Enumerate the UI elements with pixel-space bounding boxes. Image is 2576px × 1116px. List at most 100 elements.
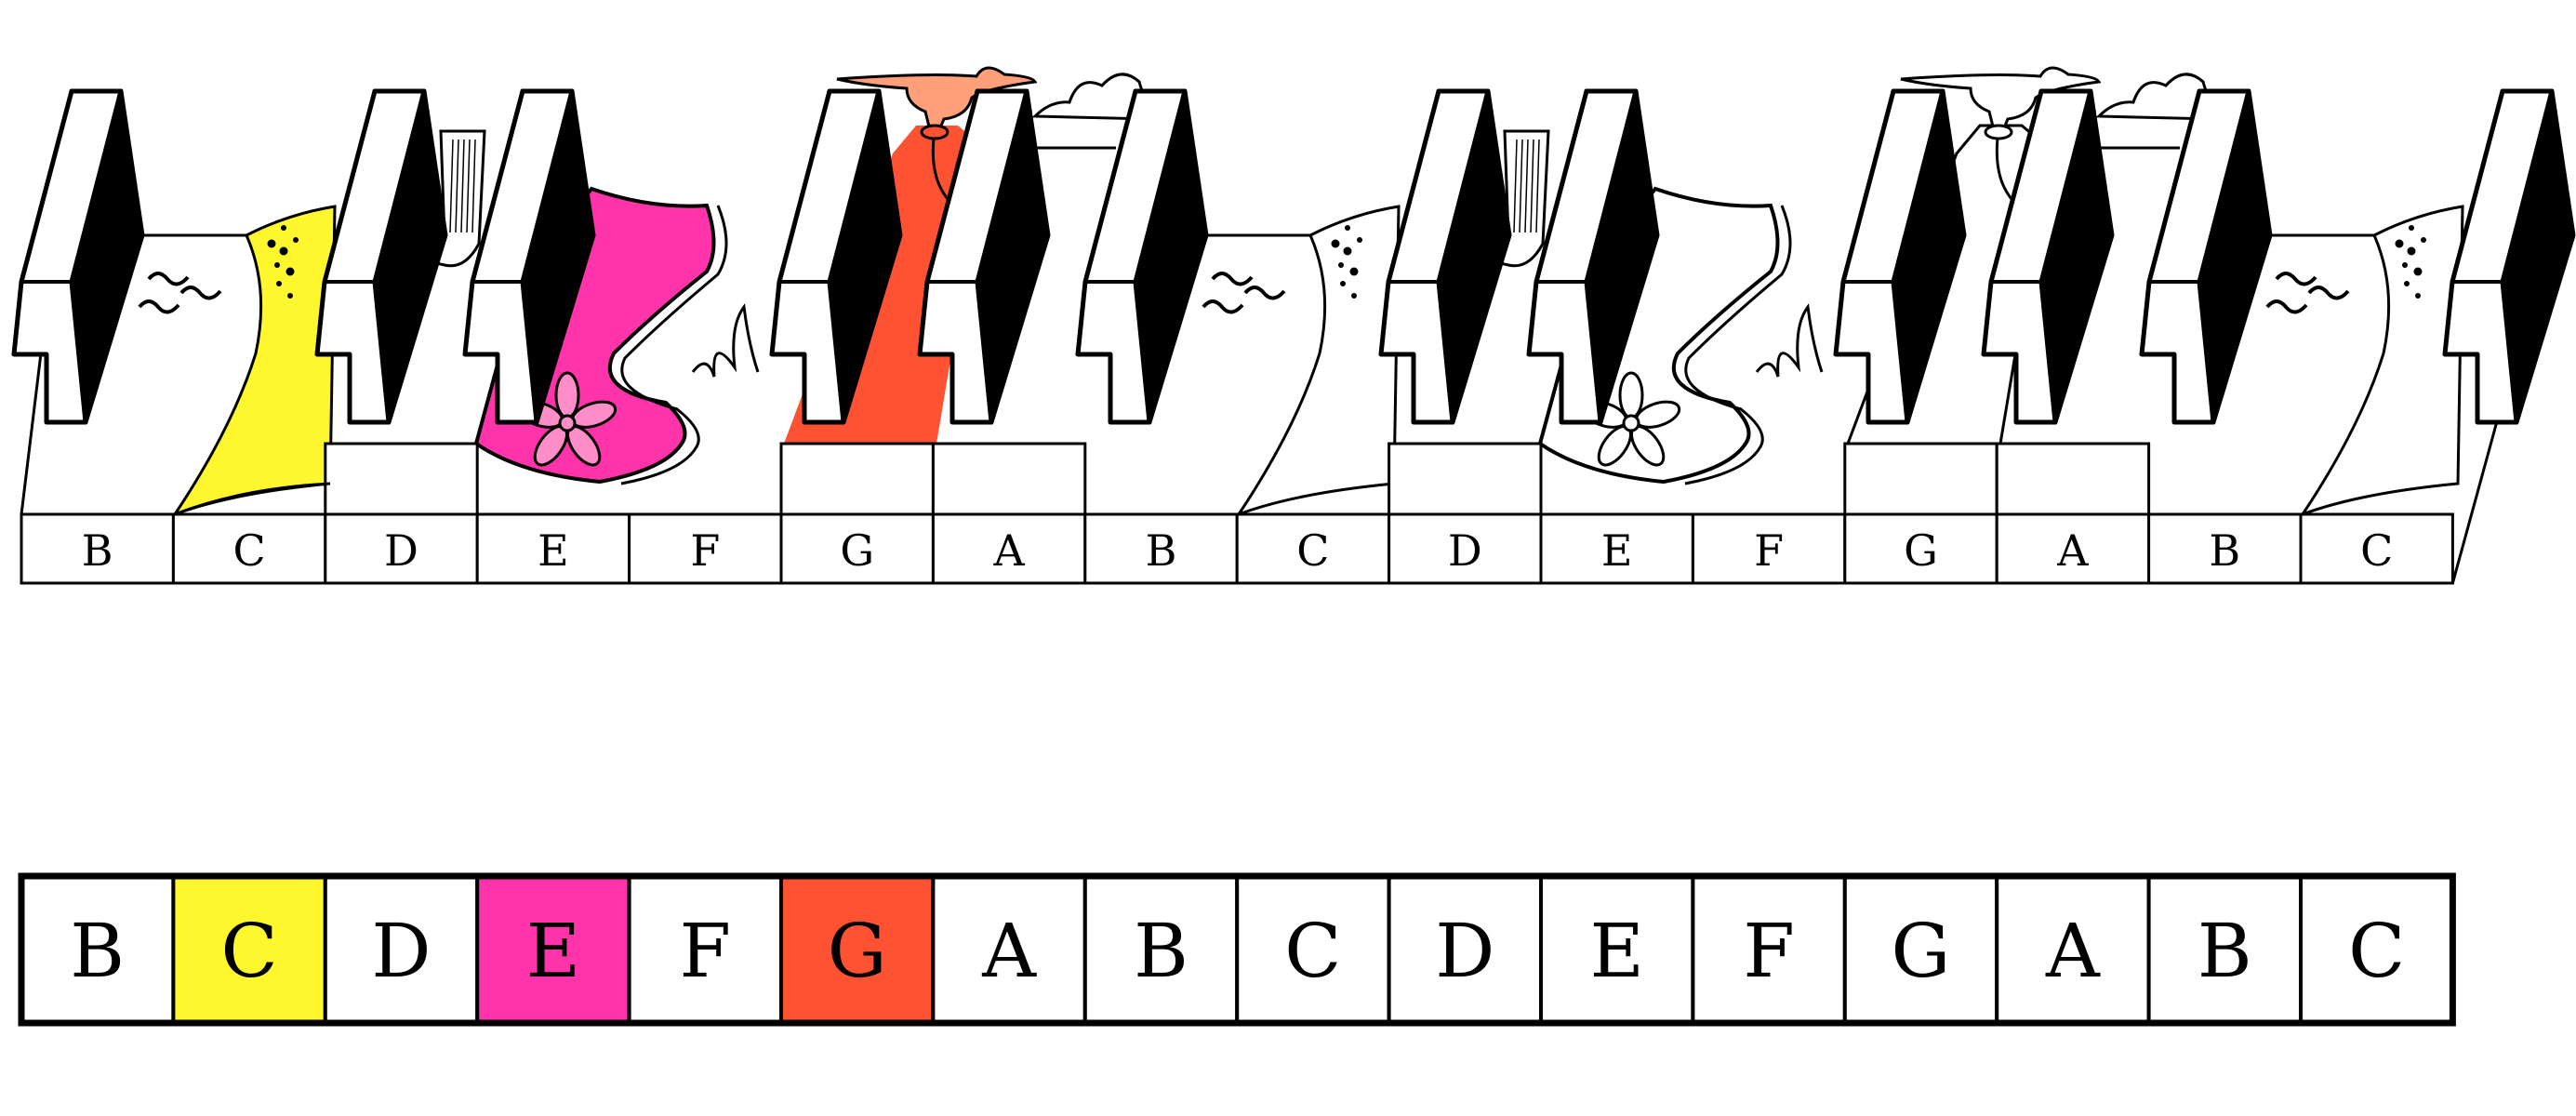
- note-label: C: [220, 908, 277, 994]
- sand-dot: [285, 267, 295, 276]
- black-key: [314, 88, 448, 425]
- black-key-face: [1833, 88, 1945, 425]
- volcano-crater-icon: [920, 124, 949, 140]
- white-key-label: B: [82, 525, 113, 576]
- black-key: [1378, 88, 1512, 425]
- white-key-front-face: [1843, 442, 1998, 516]
- white-key-front-face: [1995, 442, 2151, 516]
- note-label: B: [1134, 908, 1188, 994]
- black-key-face: [314, 88, 427, 425]
- white-key-label-cell: [1539, 512, 1694, 585]
- wave-icon: [1243, 286, 1286, 300]
- sand-dot: [267, 239, 276, 248]
- flower-petal: [554, 371, 580, 419]
- white-key-label: F: [690, 525, 720, 576]
- white-key-front-face: [779, 442, 935, 516]
- black-key: [1981, 88, 2115, 425]
- sand-dot: [1338, 262, 1344, 268]
- note-label: F: [680, 908, 732, 994]
- white-key-label: D: [384, 525, 418, 576]
- white-key-label: E: [1601, 525, 1633, 576]
- black-key-face: [11, 88, 124, 425]
- flower-petal: [1618, 371, 1644, 419]
- black-key: [2442, 88, 2576, 425]
- white-key-label-cell: [1995, 512, 2151, 585]
- black-key: [462, 88, 596, 425]
- note-label: A: [981, 908, 1037, 994]
- flower-center-icon: [558, 414, 577, 432]
- wave-icon: [179, 286, 222, 300]
- white-key-label: B: [1146, 525, 1177, 576]
- sand-dot: [1349, 267, 1359, 276]
- note-label: B: [70, 908, 125, 994]
- sand-dot: [2409, 225, 2414, 231]
- black-key-face: [1378, 88, 1491, 425]
- white-key-front-face: [1388, 442, 1543, 516]
- note-label: B: [2198, 908, 2252, 994]
- sand-dot: [1340, 281, 1346, 286]
- sand-dot: [2421, 237, 2426, 243]
- white-key-label: E: [538, 525, 569, 576]
- white-key-front-face: [324, 442, 479, 516]
- waterfall-stream-line: [1524, 139, 1529, 233]
- note-label: C: [2348, 908, 2405, 994]
- river-bank-line: [620, 205, 728, 485]
- black-key-face: [2139, 88, 2251, 425]
- black-key-face: [462, 88, 575, 425]
- white-key-label-cell: [1843, 512, 1998, 585]
- white-key-label-cell: [324, 512, 479, 585]
- white-key-label-cell: [1691, 512, 1847, 585]
- note-label: A: [2045, 908, 2101, 994]
- sand-dot: [2415, 293, 2421, 299]
- black-key-face: [1981, 88, 2093, 425]
- black-key: [769, 88, 903, 425]
- waterfall-stream-line: [460, 139, 465, 233]
- white-key-front-face: [931, 442, 1087, 516]
- white-key-label: B: [2209, 525, 2240, 576]
- volcano-smoke-icon: [836, 66, 1038, 132]
- note-label: F: [1743, 908, 1795, 994]
- wave-icon: [147, 272, 190, 286]
- sand-dot: [2402, 262, 2408, 268]
- sand-dot: [1351, 293, 1357, 299]
- note-cell: [1387, 874, 1543, 1025]
- white-key-label: C: [2360, 525, 2393, 576]
- sand-dot: [2395, 239, 2404, 248]
- note-cell: [323, 874, 480, 1025]
- sand-dot: [2407, 246, 2416, 256]
- white-key-label: A: [2056, 525, 2089, 576]
- black-key: [1075, 88, 1209, 425]
- white-key-label: G: [840, 525, 874, 576]
- note-label: E: [1589, 908, 1643, 994]
- white-key-label-cell: [2299, 512, 2454, 585]
- waterfall-stream-line: [1530, 139, 1534, 233]
- river-bank-line: [1684, 205, 1792, 485]
- note-cell: [1235, 874, 1391, 1025]
- white-key-label: C: [1296, 525, 1329, 576]
- black-keys: [11, 88, 2576, 425]
- white-key-label: F: [1754, 525, 1784, 576]
- wave-icon: [138, 299, 180, 314]
- wave-icon: [2275, 272, 2317, 286]
- sand-dot: [281, 225, 286, 231]
- volcano-crater-icon: [1984, 124, 2013, 140]
- note-label: D: [371, 908, 431, 994]
- note-label: E: [526, 908, 580, 994]
- black-key-face: [1075, 88, 1188, 425]
- waterfall-stream-line: [471, 139, 476, 233]
- cloud-icon: [1031, 73, 1153, 121]
- black-key: [917, 88, 1051, 425]
- sand-outline-c3: [2299, 205, 2464, 518]
- waterfall-stream-line: [1519, 139, 1523, 233]
- waterfall-stream-line: [1535, 139, 1540, 233]
- note-cell: [2299, 874, 2455, 1025]
- key-surface-edge: [174, 482, 331, 516]
- sand-dot: [274, 262, 280, 268]
- white-key-label-cell: [475, 512, 631, 585]
- black-key-face: [917, 88, 1029, 425]
- waterfall-stream-line: [455, 139, 459, 233]
- black-key-face: [769, 88, 882, 425]
- black-key-face: [1526, 88, 1639, 425]
